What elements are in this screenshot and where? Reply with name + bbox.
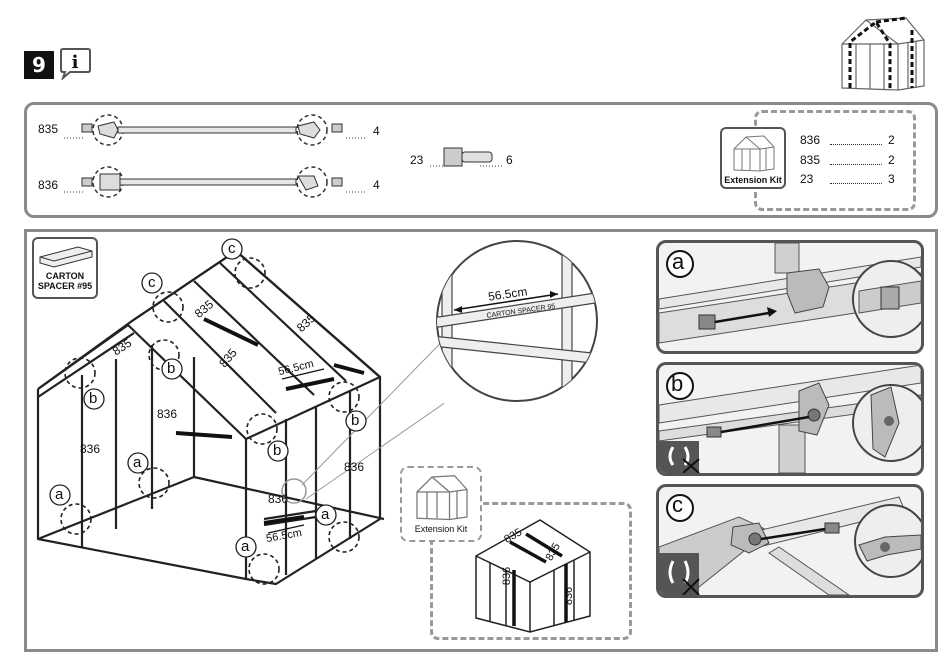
greenhouse-overview-icon [836, 14, 928, 92]
part-number-836: 836 [38, 178, 58, 192]
bolt-23-diagram [430, 136, 506, 172]
kit-part-23: 23 [800, 172, 813, 186]
kit-qty-835: 2 [888, 153, 895, 167]
extension-kit-label-lower: Extension Kit [402, 524, 480, 534]
callout-a-3: a [241, 538, 249, 555]
detail-a-diagram [659, 243, 921, 351]
detail-c-panel: c [656, 484, 924, 598]
detail-a-letter: a [672, 249, 684, 275]
qty-835: 4 [373, 124, 380, 138]
bar-835-diagram [62, 112, 372, 148]
label-wall-left-836: 836 [80, 442, 100, 456]
step-number-badge: 9 [24, 51, 54, 79]
callout-b-1: b [89, 390, 97, 407]
part-number-23: 23 [410, 153, 423, 167]
label-wall-mid-836: 836 [157, 407, 177, 421]
callout-c-1: c [148, 274, 156, 291]
label-wall-right-836: 836 [344, 460, 364, 474]
callout-a-2: a [133, 454, 141, 471]
detail-b-diagram [659, 365, 921, 473]
callout-a-4: a [321, 506, 329, 523]
qty-23: 6 [506, 153, 513, 167]
extension-frame-diagram [470, 512, 620, 636]
label-door-836: 836 [268, 492, 288, 506]
bar-836-diagram [62, 164, 372, 200]
svg-text:i: i [72, 52, 79, 73]
part-number-835: 835 [38, 122, 58, 136]
kit-part-836: 836 [800, 133, 820, 147]
detail-c-diagram [659, 487, 921, 595]
detail-b-letter: b [671, 371, 683, 397]
greenhouse-kit-icon [730, 133, 778, 173]
callout-b-4: b [351, 412, 359, 429]
callout-b-3: b [273, 442, 281, 459]
kit-part-835: 835 [800, 153, 820, 167]
spacer-zoom-circle [432, 236, 602, 406]
qty-836: 4 [373, 178, 380, 192]
detail-a-panel: a [656, 240, 924, 354]
detail-b-panel: b [656, 362, 924, 476]
kit-qty-836: 2 [888, 133, 895, 147]
callout-c-2: c [228, 240, 236, 257]
info-icon[interactable]: i [58, 46, 92, 80]
extension-kit-label: Extension Kit [722, 175, 784, 185]
callout-b-2: b [167, 360, 175, 377]
ext-label-836-d: 836 [563, 587, 575, 605]
detail-c-letter: c [672, 492, 683, 518]
callout-a-1: a [55, 486, 63, 503]
greenhouse-frame-diagram [24, 229, 444, 609]
ext-label-836-c: 836 [501, 567, 513, 585]
extension-kit-badge: Extension Kit [720, 127, 786, 189]
greenhouse-kit-icon-lower [412, 472, 472, 522]
kit-qty-23: 3 [888, 172, 895, 186]
